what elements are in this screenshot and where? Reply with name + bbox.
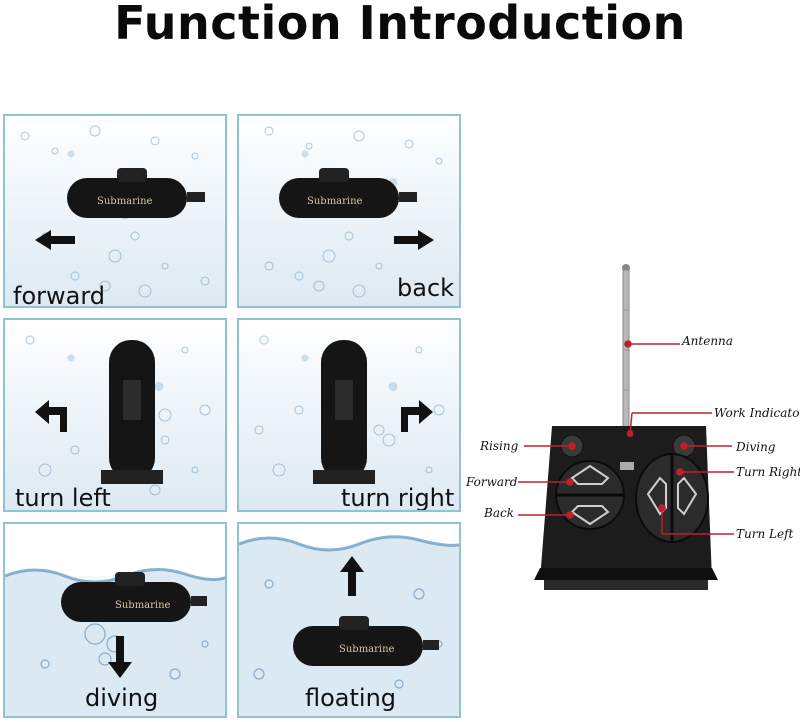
submarine-text: Submarine: [115, 600, 171, 611]
submarine-text: Submarine: [97, 196, 153, 207]
arrow-left-icon: [35, 230, 75, 250]
panel-label-floating: floating: [305, 684, 397, 712]
water-bubbles-image: [254, 335, 445, 484]
remote-controller-diagram: Antenna Work Indicator Rising Diving For…: [462, 250, 800, 610]
panel-label-turn-left: turn left: [15, 484, 111, 512]
label-antenna: Antenna: [682, 334, 733, 348]
submarine-icon: [101, 340, 163, 484]
panel-forward: Submarine forward: [3, 114, 227, 308]
submarine-icon: [313, 340, 375, 484]
water-bubbles-image: Submarine: [239, 524, 459, 716]
submarine-icon: Submarine: [293, 616, 439, 666]
water-bubbles-image: Submarine: [20, 125, 210, 298]
submarine-text: Submarine: [339, 644, 395, 655]
label-turn-left: Turn Left: [736, 527, 794, 541]
turn-left-arrow-icon: [35, 400, 67, 432]
panel-label-forward: forward: [13, 282, 106, 308]
panel-label-diving: diving: [85, 684, 159, 712]
arrow-down-icon: [108, 636, 132, 678]
label-back: Back: [484, 506, 514, 520]
panel-diving: Submarine diving: [3, 522, 227, 718]
label-rising: Rising: [480, 439, 519, 453]
panel-label-back: back: [397, 274, 455, 302]
submarine-icon: Submarine: [67, 168, 205, 218]
forward-arrow-icon: [570, 464, 610, 485]
forward-back-pad: [555, 460, 625, 530]
panel-back: Submarine back: [237, 114, 461, 308]
panel-label-turn-right: turn right: [341, 484, 455, 512]
panel-turn-right: turn right: [237, 318, 461, 512]
submarine-icon: Submarine: [61, 572, 207, 622]
submarine-text: Submarine: [307, 196, 363, 207]
antenna-icon: [622, 264, 630, 429]
submarine-icon: Submarine: [279, 168, 417, 218]
power-switch: [620, 462, 634, 470]
water-bubbles-image: Submarine: [264, 126, 443, 298]
panel-turn-left: turn left: [3, 318, 227, 512]
label-diving: Diving: [736, 440, 776, 454]
water-bubbles-image: [25, 335, 211, 496]
label-work-indicator: Work Indicator: [714, 406, 800, 420]
label-turn-right: Turn Right: [736, 465, 800, 479]
water-bubbles-image: Submarine: [5, 524, 225, 716]
arrow-up-icon: [340, 556, 364, 596]
turn-right-arrow-icon: [401, 400, 433, 432]
remote-controller-image: [518, 264, 734, 590]
turn-right-arrow-icon: [677, 476, 698, 516]
arrow-right-icon: [394, 230, 434, 250]
panel-floating: Submarine floating: [237, 522, 461, 718]
turn-left-arrow-icon: [646, 476, 667, 516]
back-arrow-icon: [570, 505, 610, 526]
label-forward: Forward: [466, 475, 518, 489]
page-title: Function Introduction: [114, 0, 686, 50]
left-right-pad: [635, 453, 709, 543]
